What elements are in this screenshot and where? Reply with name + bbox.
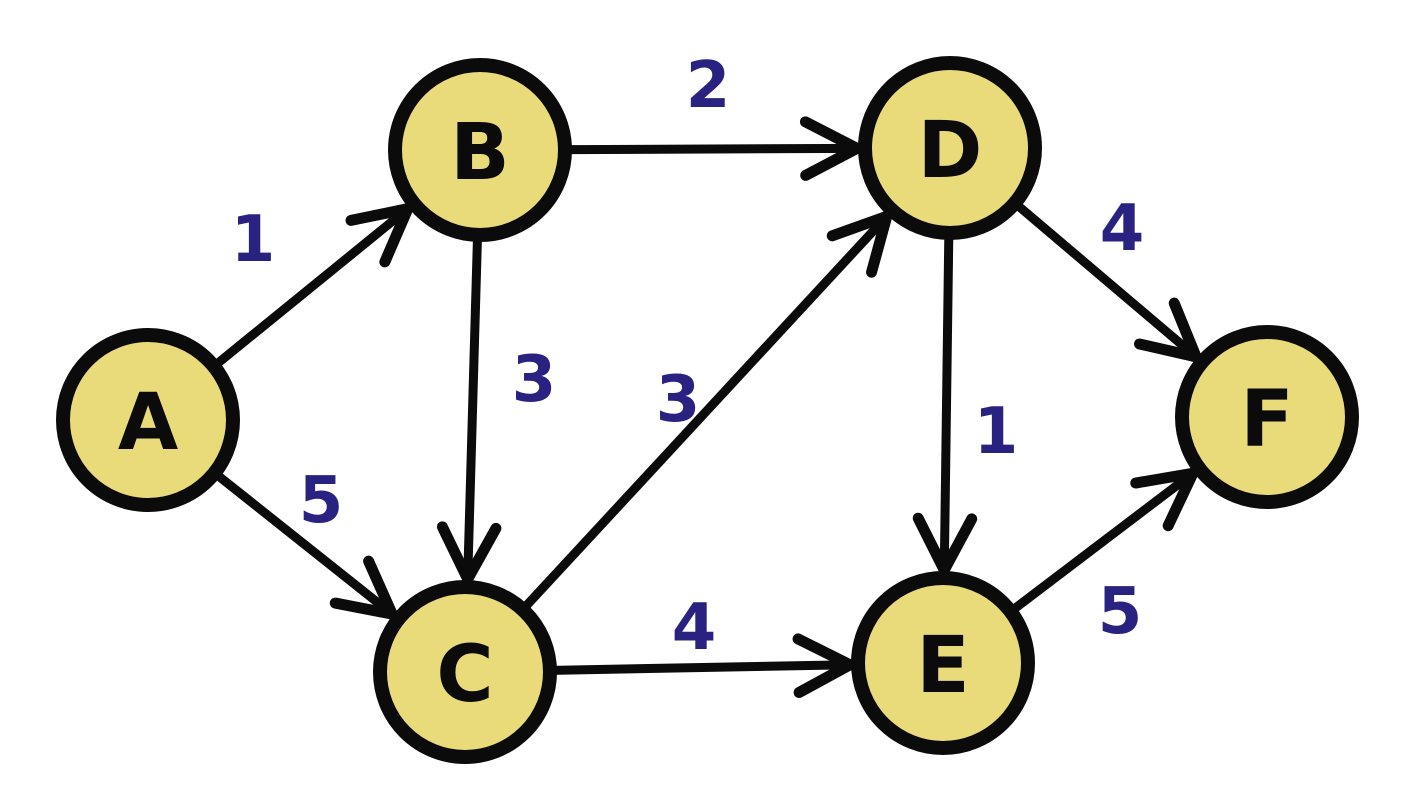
- edge-arrowhead-icon: [800, 142, 863, 181]
- graph-node-F: [1175, 325, 1359, 509]
- edge-arrowhead-icon: [1162, 467, 1199, 532]
- edge-weight-label-D-E: 1: [974, 395, 1019, 469]
- node-label-B: B: [450, 108, 509, 198]
- edge-arrowhead-icon: [1168, 297, 1202, 363]
- edge-weight-label-A-B: 1: [231, 203, 276, 277]
- edge-arrowhead-icon: [826, 210, 893, 242]
- edge-weight-label-C-D: 3: [656, 363, 701, 437]
- graph-node-A: [56, 328, 240, 512]
- graph-node-B: [388, 58, 572, 242]
- edge-arrowhead-icon: [1134, 338, 1202, 363]
- edge-arrowhead-icon: [329, 597, 398, 620]
- edge-arrowhead-icon: [436, 521, 474, 585]
- edge-weight-label-B-D: 2: [686, 49, 731, 123]
- node-label-C: C: [436, 630, 493, 720]
- edge-arrowhead-icon: [379, 203, 414, 268]
- edge-weight-label-C-E: 4: [672, 591, 717, 665]
- edge-weight-label-B-C: 3: [512, 343, 557, 417]
- edge-arrowhead-icon: [793, 659, 856, 698]
- edge-arrowhead-icon: [938, 513, 978, 576]
- graph-node-D: [858, 56, 1042, 240]
- edge-line-C-D: [460, 211, 892, 677]
- edge-weight-label-D-F: 4: [1100, 192, 1145, 266]
- edge-arrowhead-icon: [462, 522, 502, 585]
- edge-arrowhead-icon: [912, 512, 950, 576]
- graph-node-E: [851, 571, 1035, 755]
- node-label-F: F: [1240, 375, 1293, 465]
- edge-arrowhead-icon: [799, 116, 863, 154]
- graph-node-C: [373, 580, 557, 764]
- node-label-E: E: [916, 621, 969, 711]
- edge-arrowhead-icon: [792, 633, 856, 671]
- edge-arrowhead-icon: [1130, 467, 1199, 489]
- edge-weight-label-A-C: 5: [299, 464, 344, 538]
- edge-arrowhead-icon: [345, 203, 414, 226]
- node-label-D: D: [918, 106, 983, 196]
- node-label-A: A: [118, 378, 178, 468]
- edge-arrowhead-icon: [866, 210, 893, 278]
- edge-weight-label-E-F: 5: [1098, 575, 1143, 649]
- edge-arrowhead-icon: [363, 555, 398, 620]
